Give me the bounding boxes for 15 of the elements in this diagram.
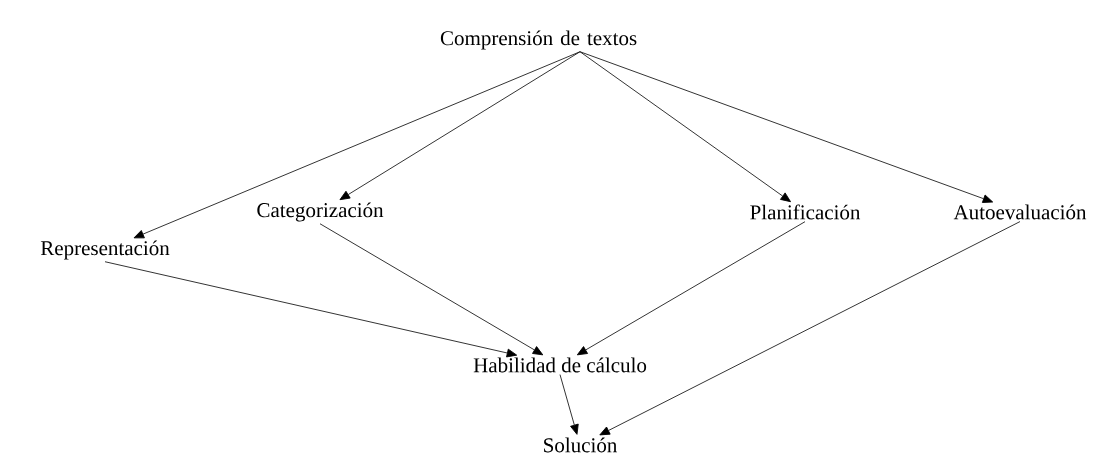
node-text: Solución: [544, 437, 617, 453]
arrow: [339, 51, 581, 201]
arrow: [599, 221, 1021, 436]
arrow: [104, 261, 518, 358]
node-text: Categorización: [257, 202, 384, 222]
node-text: Habilidad de cálculo: [473, 357, 647, 373]
node-text: Comprensión de textos: [440, 30, 637, 50]
arrow: [319, 223, 544, 356]
arrow: [559, 374, 579, 435]
node-text: Representación: [40, 240, 170, 260]
node-text: Planificación: [750, 204, 861, 220]
arrow: [579, 51, 791, 203]
arrow: [576, 221, 806, 356]
arrow: [579, 51, 994, 203]
node-text: Autoevaluación: [953, 204, 1087, 220]
